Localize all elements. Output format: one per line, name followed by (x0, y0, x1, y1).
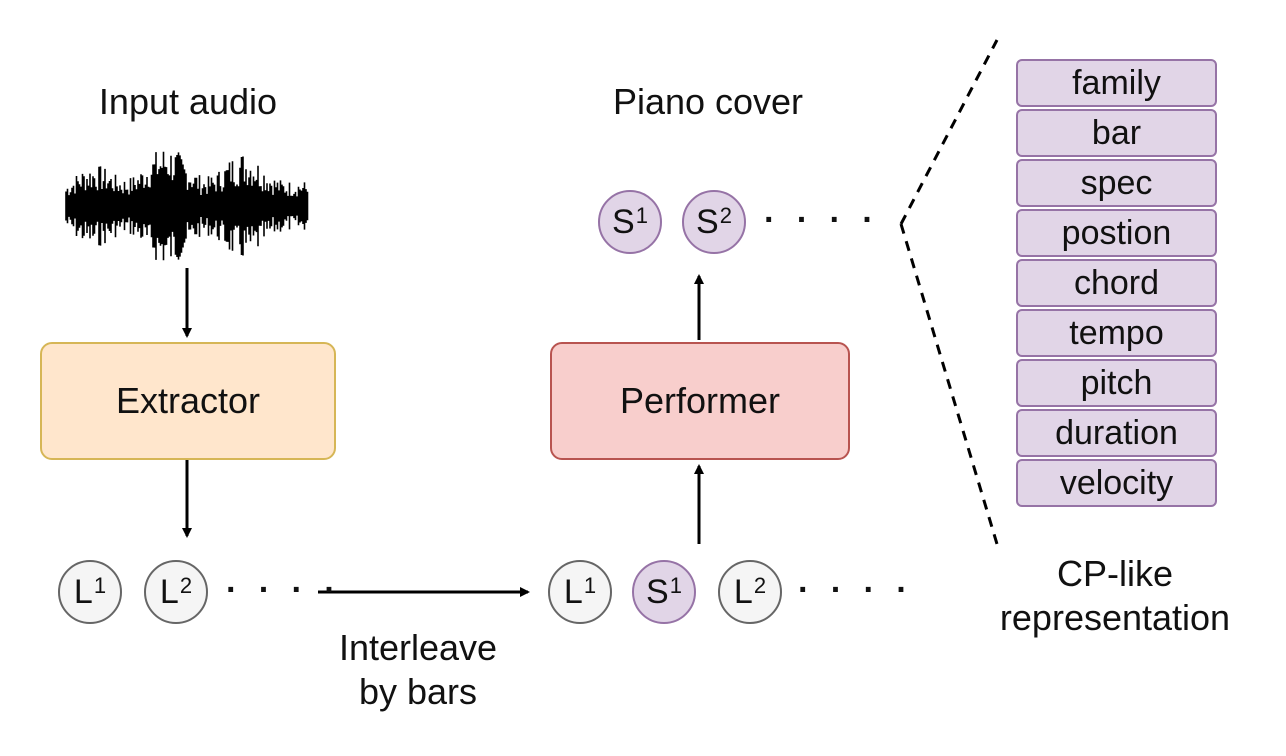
cp-field-spec: spec (1016, 159, 1217, 207)
ellipsis-output: · · · · (764, 201, 880, 239)
token-base: L (563, 572, 583, 611)
cp-field-velocity: velocity (1016, 459, 1217, 507)
piano-cover-label: Piano cover (612, 81, 804, 122)
token-sup: 2 (753, 573, 767, 598)
cp-field-bar: bar (1016, 109, 1217, 157)
cp-field-pitch: pitch (1016, 359, 1217, 407)
ellipsis-interleaved: · · · · (798, 571, 914, 609)
extractor-block: Extractor (40, 342, 336, 460)
zoom-dashed-line-top (899, 39, 999, 225)
token-base: L (733, 572, 753, 611)
extractor-label: Extractor (115, 380, 261, 421)
cp-label-line2: representation (999, 597, 1231, 638)
audio-waveform-icon (65, 151, 309, 261)
performer-label: Performer (619, 380, 781, 421)
token-sup: 1 (669, 573, 682, 598)
token-base: S (646, 572, 669, 611)
ellipsis-extracted: · · · · (226, 571, 342, 609)
interleave-label-line2: by bars (358, 671, 478, 712)
token-sup: 2 (179, 573, 193, 598)
token-sup: 1 (583, 573, 597, 598)
input-audio-label: Input audio (98, 81, 278, 122)
token-base: S (696, 202, 719, 241)
token-base: L (73, 572, 93, 611)
interleave-label-line1: Interleave (338, 627, 498, 668)
performer-block: Performer (550, 342, 850, 460)
zoom-dashed-line-bottom (899, 223, 999, 545)
cp-field-postion: postion (1016, 209, 1217, 257)
token-sup: 1 (93, 573, 107, 598)
cp-field-tempo: tempo (1016, 309, 1217, 357)
cp-field-family: family (1016, 59, 1217, 107)
token-base: L (159, 572, 179, 611)
token-sup: 1 (635, 203, 648, 228)
cp-field-duration: duration (1016, 409, 1217, 457)
cp-label-line1: CP-like (1056, 553, 1173, 594)
token-base: S (612, 202, 635, 241)
cp-field-chord: chord (1016, 259, 1217, 307)
token-sup: 2 (719, 203, 732, 228)
